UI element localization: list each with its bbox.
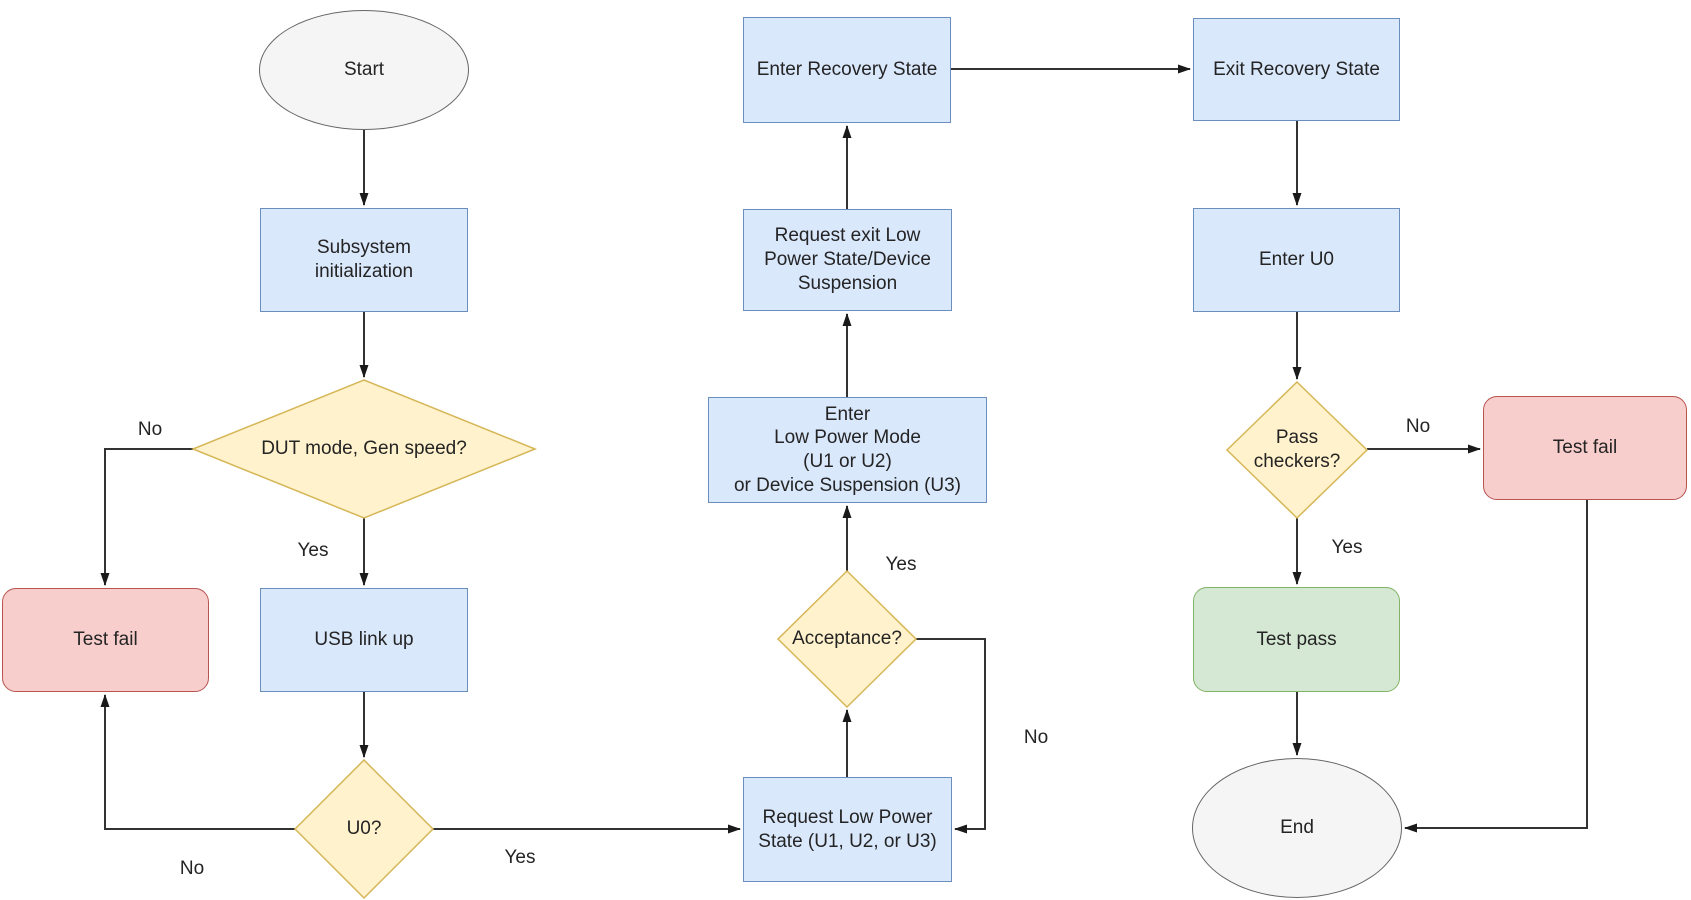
decision-acceptance-shape (776, 569, 918, 709)
decision-u0-label: U0? (346, 818, 382, 840)
node-request-exit-low-power: Request exit Low Power State/Device Susp… (743, 209, 952, 311)
edge-label-acceptance-no: No (1024, 727, 1048, 748)
node-exit-recovery-state: Exit Recovery State (1193, 18, 1400, 121)
node-test-fail-right: Test fail (1483, 396, 1687, 500)
edge-test-fail-right-to-end (1404, 500, 1588, 833)
decision-dut-label: DUT mode, Gen speed? (261, 438, 467, 460)
decision-pass-checkers-shape (1225, 380, 1369, 520)
edge-label-u0-no: No (180, 858, 204, 879)
edge-label-pass-yes: Yes (1332, 537, 1363, 558)
node-enter-low-power-mode: Enter Low Power Mode (U1 or U2) or Devic… (708, 397, 987, 503)
edge-label-dut-yes: Yes (298, 540, 329, 561)
node-test-fail-left: Test fail (2, 588, 209, 692)
node-enter-u0: Enter U0 (1193, 208, 1400, 312)
edge-label-u0-yes: Yes (505, 847, 536, 868)
edge-acceptance-no-to-request-low-power (916, 638, 986, 834)
node-end: End (1192, 758, 1402, 898)
edge-label-acceptance-yes: Yes (886, 554, 917, 575)
edge-dut-no-to-test-fail-left (100, 448, 193, 586)
node-subsystem-initialization: Subsystem initialization (260, 208, 468, 312)
node-test-pass: Test pass (1193, 587, 1400, 692)
edge-label-dut-no: No (138, 419, 162, 440)
edge-u0-no-to-test-fail-left (100, 694, 295, 830)
edge-label-pass-no: No (1406, 416, 1430, 437)
decision-pass-checkers-label: Pass checkers? (1253, 427, 1341, 472)
node-usb-link-up: USB link up (260, 588, 468, 692)
decision-acceptance-label: Acceptance? (792, 628, 902, 650)
node-request-low-power-state: Request Low Power State (U1, U2, or U3) (743, 777, 952, 882)
node-enter-recovery-state: Enter Recovery State (743, 17, 951, 123)
decision-dut-shape (190, 379, 538, 519)
node-start: Start (259, 10, 469, 130)
decision-u0-shape (293, 758, 435, 900)
